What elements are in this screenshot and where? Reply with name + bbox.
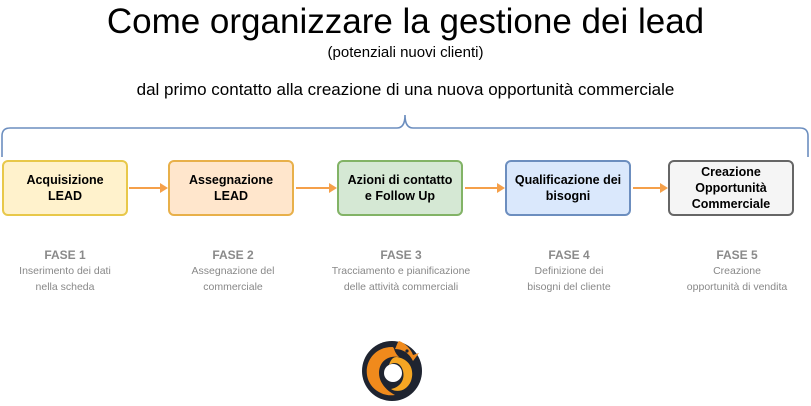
step-box-qualificazione: Qualificazione dei bisogni	[505, 160, 631, 216]
phase-title: FASE 4	[548, 248, 590, 262]
step-label: Creazione Opportunità Commerciale	[691, 164, 771, 212]
phase-desc-line: Tracciamento e pianificazione	[331, 265, 471, 277]
page-title: Come organizzare la gestione dei lead	[106, 2, 705, 41]
phase-desc-line: commerciale	[203, 280, 263, 293]
phase-desc-line: Assegnazione del	[191, 265, 275, 277]
arrow-right-icon	[129, 183, 168, 193]
phase-title: FASE 3	[380, 248, 422, 262]
phase-2: FASE 2 Assegnazione del commerciale	[148, 246, 318, 296]
phase-desc-line: Inserimento dei dati	[19, 265, 111, 277]
phoenix-logo-icon	[362, 341, 422, 401]
step-label: Assegnazione LEAD	[188, 172, 274, 203]
curly-bracket	[1, 114, 809, 157]
phase-4: FASE 4 Definizione dei bisogni del clien…	[484, 246, 654, 296]
step-box-acquisizione: Acquisizione LEAD	[2, 160, 128, 216]
step-box-assegnazione: Assegnazione LEAD	[168, 160, 294, 216]
phase-title: FASE 5	[716, 248, 758, 262]
step-label: Azioni di contatto e Follow Up	[347, 172, 453, 203]
phase-5: FASE 5 Creazione opportunità di vendita	[652, 246, 811, 296]
phase-title: FASE 1	[44, 248, 86, 262]
arrow-right-icon	[465, 183, 505, 193]
page-tagline: dal primo contatto alla creazione di una…	[136, 80, 675, 99]
phase-desc-line: opportunità di vendita	[686, 280, 788, 293]
arrow-right-icon	[633, 183, 668, 193]
step-label: Qualificazione dei bisogni	[514, 172, 622, 203]
phase-desc-line: nella scheda	[35, 280, 95, 293]
arrow-right-icon	[296, 183, 337, 193]
phase-desc-line: Definizione dei	[534, 265, 604, 277]
step-label: Acquisizione LEAD	[26, 172, 104, 203]
phase-desc-line: delle attività commerciali	[343, 280, 459, 293]
phase-3: FASE 3 Tracciamento e pianificazione del…	[316, 246, 486, 296]
phase-desc-line: bisogni del cliente	[527, 280, 611, 293]
phase-1: FASE 1 Inserimento dei dati nella scheda	[0, 246, 150, 296]
step-box-contatto: Azioni di contatto e Follow Up	[337, 160, 463, 216]
page-subtitle: (potenziali nuovi clienti)	[327, 44, 484, 61]
step-box-creazione: Creazione Opportunità Commerciale	[668, 160, 794, 216]
phase-title: FASE 2	[212, 248, 254, 262]
phase-desc-line: Creazione	[713, 265, 761, 277]
